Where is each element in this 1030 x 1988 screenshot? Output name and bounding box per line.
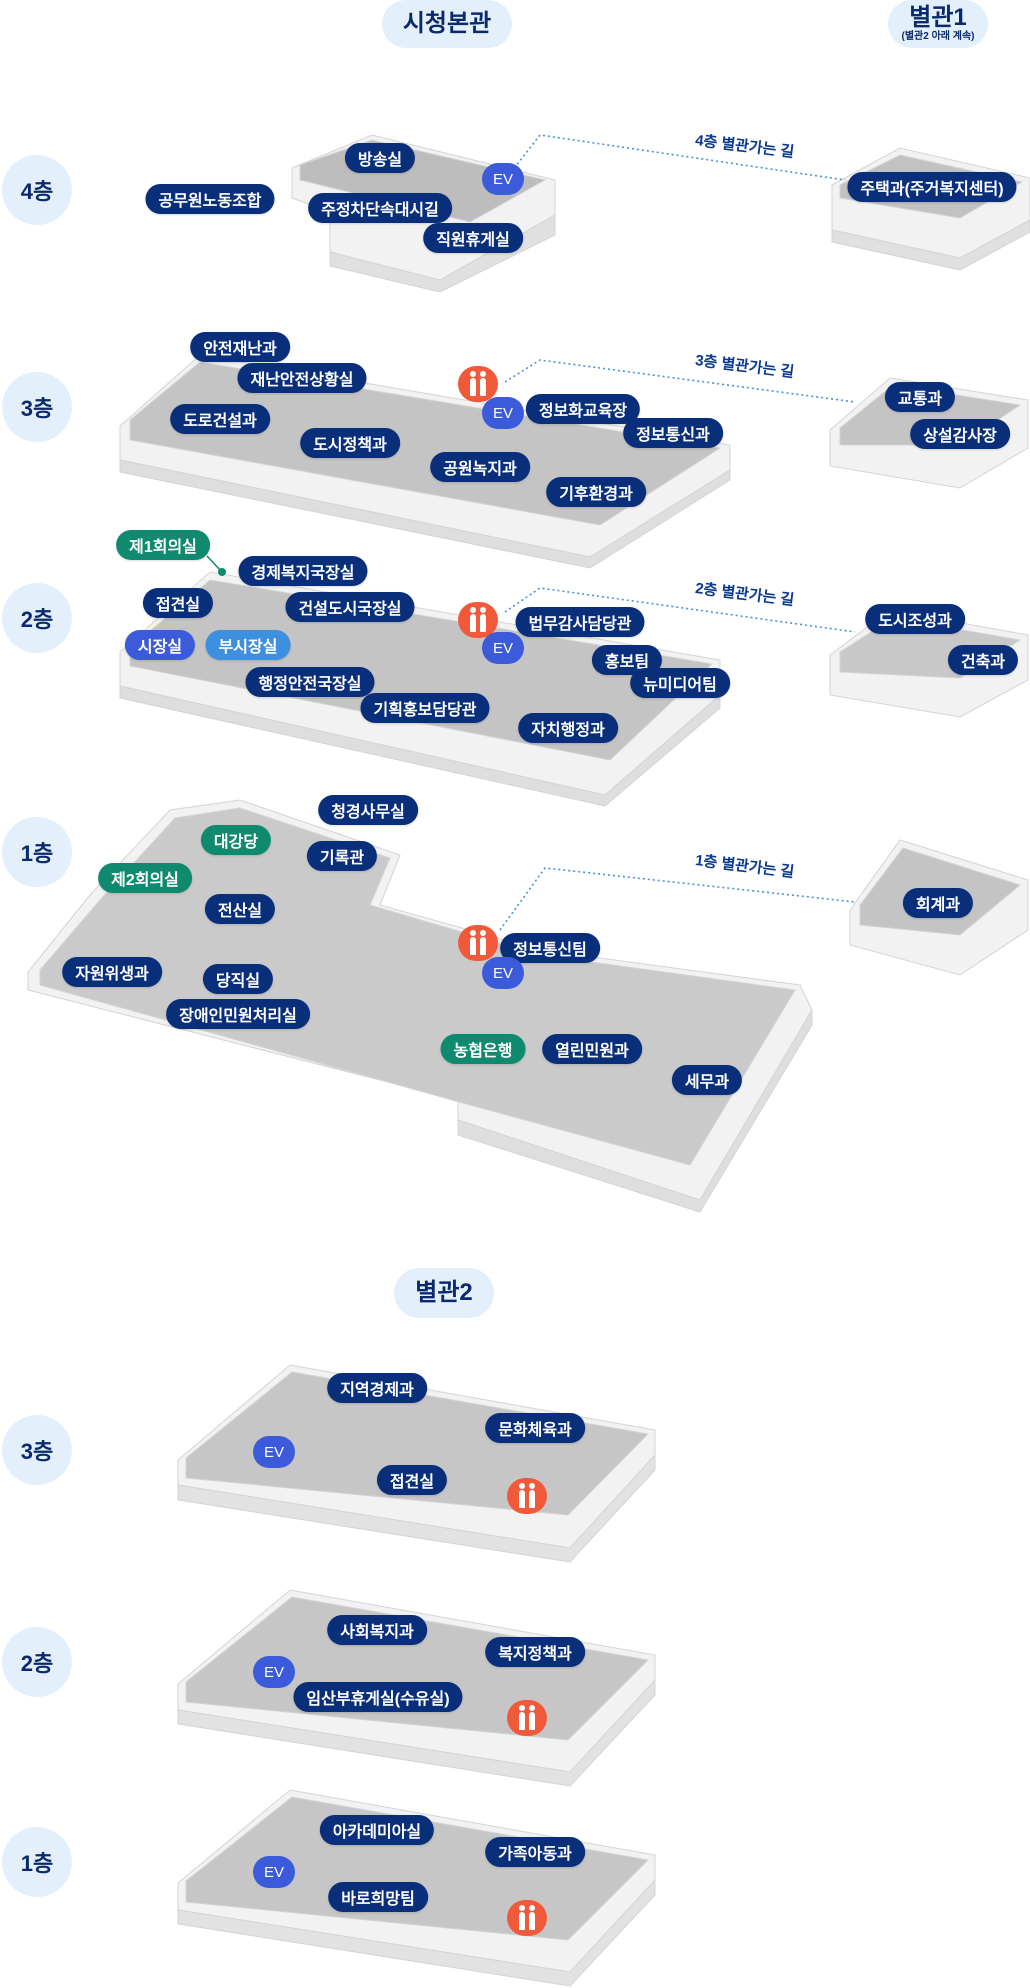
room-label[interactable]: 기후환경과 <box>546 477 646 507</box>
room-label[interactable]: 지역경제과 <box>327 1373 427 1403</box>
room-label[interactable]: 농협은행 <box>440 1034 526 1064</box>
room-label[interactable]: 접견실 <box>142 588 214 618</box>
room-label[interactable]: 자원위생과 <box>62 957 162 987</box>
header-annex1: 별관1 (별관2 아래 계속) <box>888 0 988 48</box>
room-label[interactable]: 접견실 <box>376 1465 448 1495</box>
header-annex1-title: 별관1 <box>909 4 967 31</box>
room-label[interactable]: 장애인민원처리실 <box>166 999 310 1029</box>
floor-badge-main-1f[interactable]: 1층 <box>2 817 72 887</box>
elevator-icon: EV <box>482 632 524 664</box>
room-label[interactable]: 기록관 <box>306 841 378 871</box>
room-label[interactable]: 교통과 <box>884 382 956 412</box>
room-label[interactable]: 도시조성과 <box>865 604 965 634</box>
path-line-3f <box>504 359 856 403</box>
header-annex2: 별관2 <box>394 1268 494 1318</box>
room-label[interactable]: 열린민원과 <box>542 1034 642 1064</box>
restroom-icon <box>507 1700 547 1736</box>
room-label[interactable]: 도시정책과 <box>300 428 400 458</box>
path-line-1f <box>499 867 856 931</box>
header-main-building: 시청본관 <box>382 0 512 48</box>
building-annex1-4f <box>831 147 1030 271</box>
room-label[interactable]: 아카데미아실 <box>319 1815 435 1845</box>
room-label[interactable]: 경제복지국장실 <box>238 556 368 586</box>
room-label[interactable]: 세무과 <box>671 1065 743 1095</box>
header-main-title: 시청본관 <box>402 10 492 37</box>
room-label[interactable]: 정보통신팀 <box>500 933 600 963</box>
room-label[interactable]: 안전재난과 <box>190 332 290 362</box>
elevator-icon: EV <box>482 957 524 989</box>
room-label[interactable]: 전산실 <box>204 894 276 924</box>
room-label[interactable]: 제2회의실 <box>98 863 192 893</box>
elevator-icon: EV <box>253 1436 295 1468</box>
room-label[interactable]: 대강당 <box>200 825 272 855</box>
elevator-icon: EV <box>253 1656 295 1688</box>
room-label[interactable]: 행정안전국장실 <box>245 667 375 697</box>
room-label[interactable]: 주정차단속대시길 <box>308 193 452 223</box>
room-label[interactable]: 정보통신과 <box>623 418 723 448</box>
floor-badge-annex2-3f[interactable]: 3층 <box>2 1415 72 1485</box>
room-label[interactable]: 가족아동과 <box>485 1837 585 1867</box>
room-label[interactable]: 건축과 <box>947 645 1019 675</box>
room-label[interactable]: 문화체육과 <box>485 1413 585 1443</box>
restroom-icon <box>458 366 498 402</box>
room-label[interactable]: 공무원노동조합 <box>145 184 275 214</box>
floor-badge-main-3f[interactable]: 3층 <box>2 372 72 442</box>
floor-badge-main-2f[interactable]: 2층 <box>2 583 72 653</box>
room-label[interactable]: 주택과(주거복지센터) <box>847 172 1017 202</box>
room-label[interactable]: 도로건설과 <box>170 404 270 434</box>
room-label[interactable]: 직원휴게실 <box>423 223 523 253</box>
room-label[interactable]: 재난안전상황실 <box>237 363 367 393</box>
room-label[interactable]: 청경사무실 <box>318 795 418 825</box>
floor-badge-annex2-2f[interactable]: 2층 <box>2 1627 72 1697</box>
room-label[interactable]: 정보화교육장 <box>525 394 641 424</box>
building-main-3f <box>119 354 731 569</box>
room-label[interactable]: 임산부휴게실(수유실) <box>293 1682 463 1712</box>
floor-badge-main-4f[interactable]: 4층 <box>2 155 72 225</box>
floor-badge-annex2-1f[interactable]: 1층 <box>2 1827 72 1897</box>
elevator-icon: EV <box>253 1856 295 1888</box>
room-label[interactable]: 부시장실 <box>205 630 291 660</box>
room-label[interactable]: 회계과 <box>902 888 974 918</box>
room-label[interactable]: 시장실 <box>124 630 196 660</box>
restroom-icon <box>458 602 498 638</box>
room-label[interactable]: 방송실 <box>344 143 416 173</box>
elevator-icon: EV <box>482 397 524 429</box>
restroom-icon <box>458 925 498 961</box>
room-label[interactable]: 사회복지과 <box>327 1615 427 1645</box>
room-label[interactable]: 제1회의실 <box>116 530 210 560</box>
room-label[interactable]: 복지정책과 <box>485 1637 585 1667</box>
restroom-icon <box>507 1900 547 1936</box>
restroom-icon <box>507 1478 547 1514</box>
leader-dot <box>218 568 226 576</box>
room-label[interactable]: 당직실 <box>202 964 274 994</box>
room-label[interactable]: 기획홍보담당관 <box>360 693 490 723</box>
room-label[interactable]: 공원녹지과 <box>430 452 530 482</box>
room-label[interactable]: 자치행정과 <box>518 713 618 743</box>
room-label[interactable]: 상설감사장 <box>910 419 1010 449</box>
header-annex1-note: (별관2 아래 계속) <box>901 31 975 42</box>
elevator-icon: EV <box>482 163 524 195</box>
room-label[interactable]: 법무감사담당관 <box>515 607 645 637</box>
room-label[interactable]: 바로희망팀 <box>328 1882 428 1912</box>
room-label[interactable]: 뉴미디어팀 <box>630 668 730 698</box>
header-annex2-title: 별관2 <box>415 1279 473 1306</box>
room-label[interactable]: 건설도시국장실 <box>285 592 415 622</box>
